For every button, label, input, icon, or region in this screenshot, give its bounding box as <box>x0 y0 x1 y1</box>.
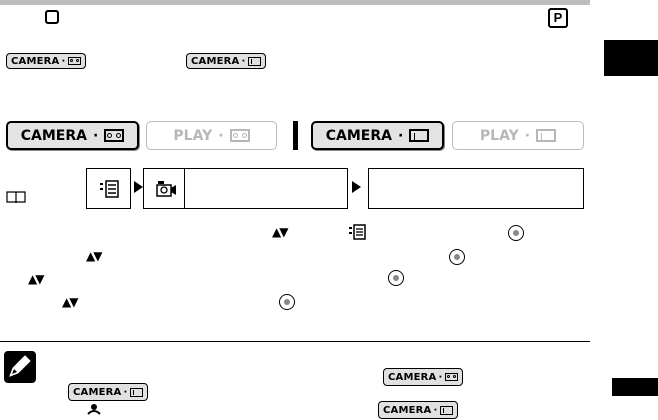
camera-setup-icon <box>156 181 176 197</box>
tape-icon <box>67 57 81 65</box>
setting-box[interactable] <box>368 168 584 209</box>
badge-label: CAMERA <box>73 386 122 398</box>
book-icon <box>6 191 26 204</box>
menu-icon <box>100 180 119 198</box>
card-icon <box>129 387 143 397</box>
camera-card-mode-button[interactable]: CAMERA· <box>311 121 444 150</box>
camera-card-badge: CAMERA· <box>186 53 266 69</box>
path-arrow <box>352 181 361 193</box>
selector-dial-icon <box>388 270 404 286</box>
camera-card-badge: CAMERA· <box>378 401 458 419</box>
tape-icon <box>104 129 125 142</box>
selector-dial-icon <box>508 225 524 241</box>
path-arrow <box>134 181 143 193</box>
play-card-mode-button[interactable]: PLAY· <box>452 121 584 150</box>
p-program-icon: P <box>548 8 568 28</box>
menu-icon <box>349 224 366 240</box>
camera-tape-mode-button[interactable]: CAMERA· <box>6 121 139 150</box>
card-icon <box>439 405 453 415</box>
badge-label: CAMERA <box>383 404 432 416</box>
chapter-tab-small <box>612 378 658 396</box>
submenu-box[interactable] <box>143 168 348 209</box>
note-pencil-icon <box>4 351 36 383</box>
mode-separator <box>293 121 298 150</box>
camera-card-badge: CAMERA· <box>68 383 148 401</box>
mode-label: CAMERA <box>325 127 392 144</box>
tape-icon <box>229 129 250 142</box>
up-down-arrows-icon: ▲▼ <box>86 249 103 263</box>
card-icon <box>536 129 557 142</box>
card-icon <box>247 56 261 66</box>
selector-dial-icon <box>449 249 465 265</box>
badge-label: CAMERA <box>388 371 437 383</box>
tape-icon <box>444 373 458 381</box>
camera-tape-badge: CAMERA· <box>383 368 463 386</box>
top-rule <box>0 0 590 5</box>
section-divider <box>0 341 590 342</box>
menu-button-box[interactable] <box>86 168 131 209</box>
square-icon <box>45 10 59 24</box>
badge-label: CAMERA <box>191 55 240 67</box>
card-icon <box>409 129 430 142</box>
play-tape-mode-button[interactable]: PLAY· <box>146 121 277 150</box>
camera-tape-badge: CAMERA· <box>6 53 86 69</box>
selector-dial-icon <box>279 294 295 310</box>
up-down-arrows-icon: ▲▼ <box>62 295 79 309</box>
chapter-tab <box>604 40 658 76</box>
mode-label: PLAY <box>479 127 519 144</box>
mode-label: PLAY <box>173 127 213 144</box>
mode-label: CAMERA <box>20 127 87 144</box>
subject-people-icon <box>87 404 101 415</box>
up-down-arrows-icon: ▲▼ <box>28 272 45 286</box>
up-down-arrows-icon: ▲▼ <box>272 225 289 239</box>
badge-label: CAMERA <box>11 55 60 67</box>
